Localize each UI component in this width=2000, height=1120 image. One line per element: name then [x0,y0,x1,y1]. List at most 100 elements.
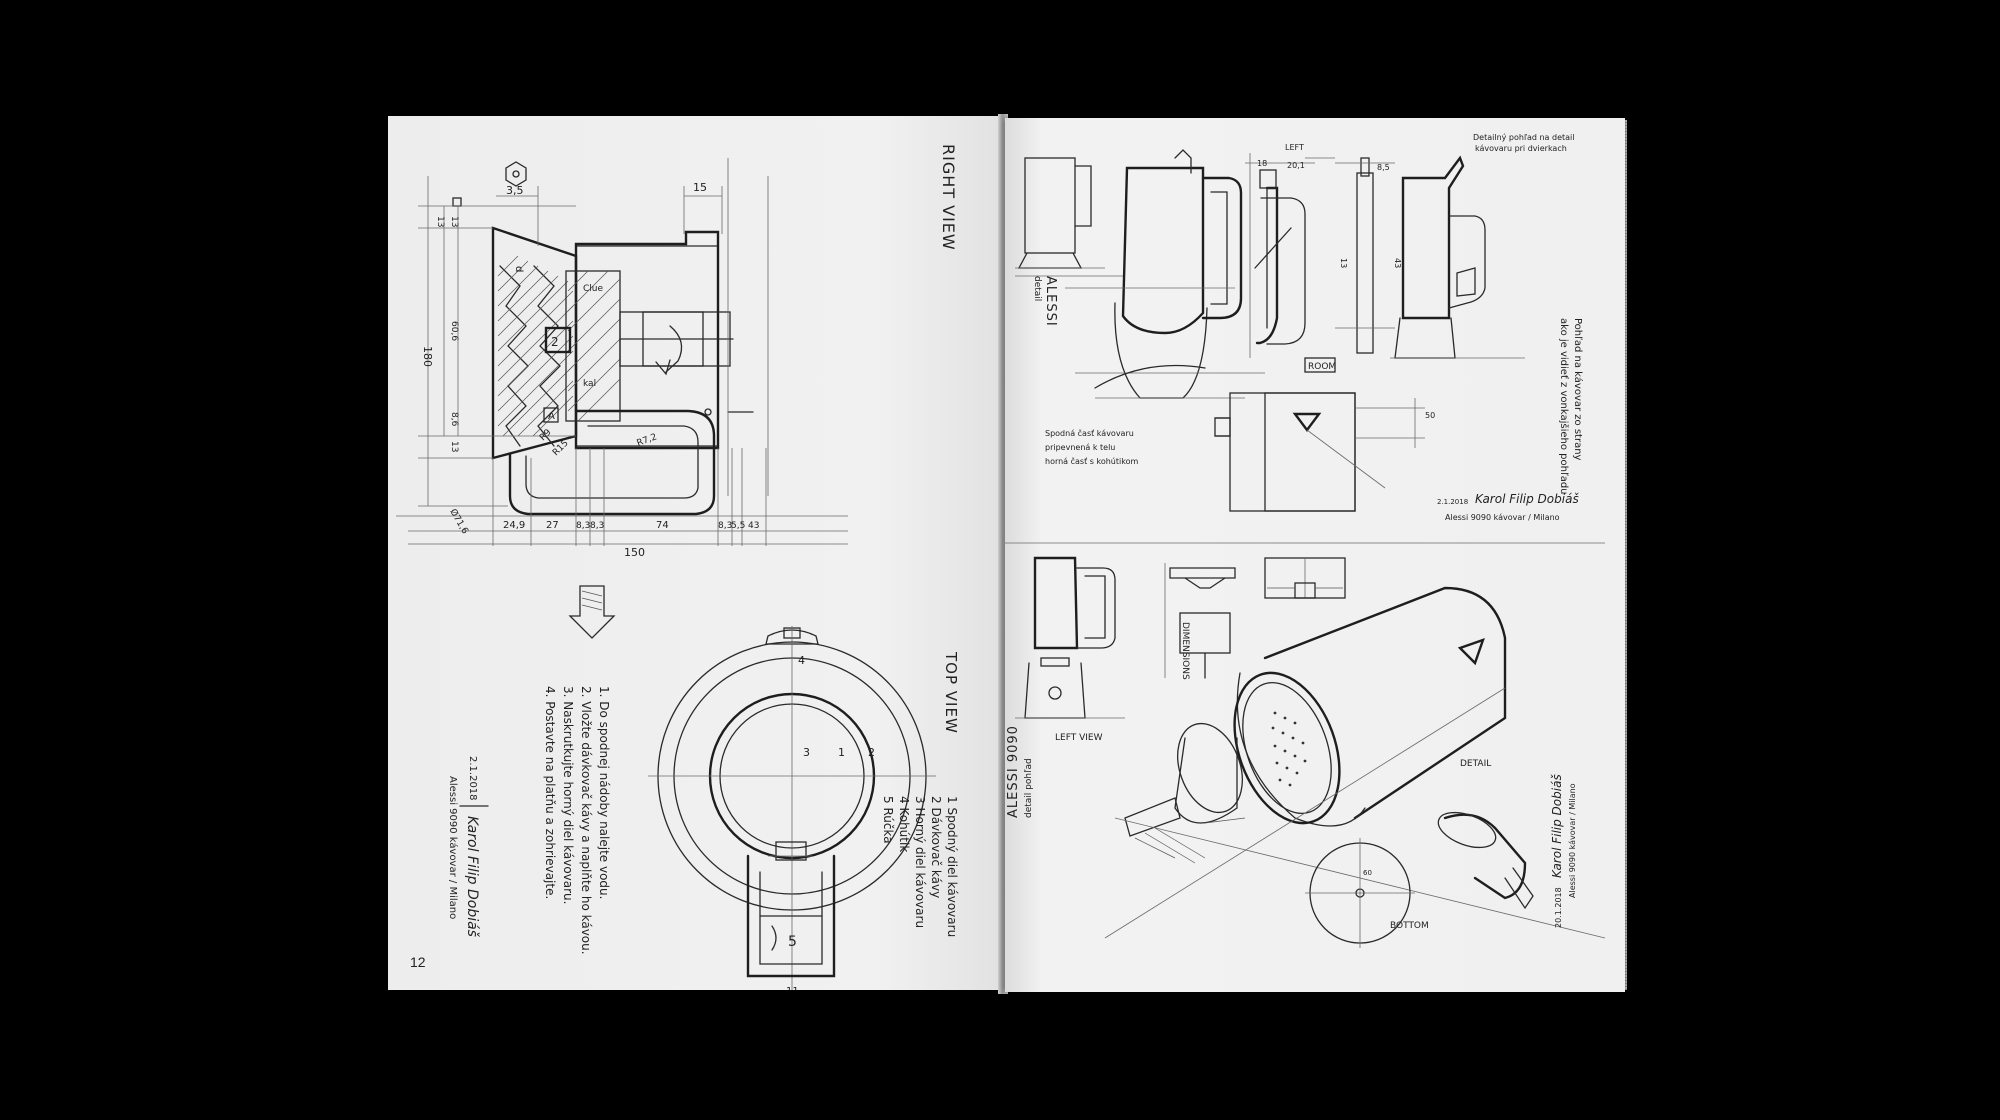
right-view-label: RIGHT VIEW [939,144,958,251]
dim-right-1: 18 [1257,159,1267,168]
model-sub: detail pohľad [1024,758,1034,818]
legend-item-4: 4 Kohútik [897,796,911,852]
note-top-1: Pohľad na kávovar zo strany [1572,318,1584,461]
dim-bottom-3: 8,3 [576,521,590,531]
top-view-label: TOP VIEW [942,651,960,734]
note-side-2: kávovaru pri dvierkach [1475,144,1567,153]
coffee-maker-bottom-cone [491,226,578,460]
brand-sub: detail [1032,276,1042,301]
dim-right-2: 20,1 [1287,161,1305,170]
dim-bottom-1: 24,9 [503,520,525,531]
triangle-logo-icon-iso [1457,638,1485,666]
dim-right-7: 60 [1363,869,1372,877]
signature-group: 2.1.2018 Karol Filip Dobiáš Alessi 9090 … [447,756,480,938]
dim-overall-height: 180 [421,346,434,367]
dim-right-5: 8,5 [1377,163,1390,172]
dim-top-2: 15 [693,181,707,194]
part-number-3: 3 [803,746,810,759]
funnel-section-sketch [1164,563,1236,679]
part-number-1: 1 [838,746,845,759]
right-view-drawing: A 2 d Clue kal [396,158,848,546]
dim-bottom-2: 27 [546,520,559,531]
right-page-drawing: ALESSI detail [1005,133,1606,948]
top-view-drawing [648,626,936,990]
signature-bottom-group: 20.1.2018 Karol Filip Dobiáš Alessi 9090… [1550,774,1577,928]
note-mid-2: pripevnená k telu [1045,443,1115,452]
legend-item-3: 3 Horný diel kávovaru [913,796,927,928]
dim-right-6: 50 [1425,411,1435,420]
section-arrow-icon [568,585,616,639]
dim-bottom-5: 74 [656,520,669,531]
spout-detail-sketch [1214,392,1425,512]
dim-right-3: 13 [1339,258,1348,268]
right-side-view-sketch [1390,155,1525,359]
dim-left-5: 13 [449,441,459,452]
signature-subtitle: Alessi 9090 kávovar / Milano [447,776,459,919]
dim-bottom-8: 43 [748,521,759,531]
dim-left-1: 13 [435,216,445,227]
signature-date: 2.1.2018 [467,756,478,801]
handle-outline [508,409,716,516]
note-top-2: ako je vidieť z vonkajšieho pohľadu [1558,318,1570,495]
signature-top-subtitle: Alessi 9090 kávovar / Milano [1445,513,1560,522]
dim-left-2: 13 [449,216,459,227]
isometric-exploded-sketch [1104,586,1606,948]
triangle-logo-icon [1292,412,1322,432]
signature-bottom-subtitle: Alessi 9090 kávovar / Milano [1568,783,1577,898]
note-4: 4. Postavte na platňu a zohrievajte. [543,686,557,899]
notes-group: 1. Do spodnej nádoby nalejte vodu. 2. Vl… [543,686,611,955]
note-2: 2. Vložte dávkovač kávy a naplňte ho káv… [579,686,593,955]
note-mid-3: horná časť s kohútikom [1045,456,1138,466]
dim-top-view-1: 11 [786,986,799,990]
svg-text:Clue: Clue [583,284,603,294]
svg-text:d: d [513,266,524,272]
legend-item-5: 5 Rúčka [881,796,895,844]
dim-bottom-6: 8,3 [718,521,732,531]
dim-left-4: 8,6 [449,412,459,427]
signature-top-date: 2.1.2018 [1437,498,1468,506]
section-callout: A [548,411,555,422]
coffee-maker-body-outline [575,245,719,447]
dim-top-1: 3,5 [506,184,524,197]
note-mid-1: Spodná časť kávovaru [1045,428,1134,438]
signature-bottom-name: Karol Filip Dobiáš [1550,774,1564,878]
model-label: ALESSI 9090 [1006,725,1021,818]
signature-top-name: Karol Filip Dobiáš [1475,492,1579,506]
svg-text:kal: kal [583,379,596,389]
part-number-4: 4 [798,654,805,667]
legend-item-1: 1 Spodný diel kávovaru [945,796,959,937]
side-view-sketch-small [1015,157,1125,277]
right-page: ALESSI detail [1005,118,1625,992]
note-1: 1. Do spodnej nádoby nalejte vodu. [597,686,611,899]
signature-name: Karol Filip Dobiáš [464,816,480,938]
view-label-bottom: BOTTOM [1390,921,1429,931]
dimensions-label: DIMENSIONS [1180,622,1190,680]
dim-bottom-7: 5,5 [731,521,745,531]
dim-left-3: 60,6 [449,321,459,341]
dim-angle: Ø71,6 [447,507,470,536]
page-number: 12 [410,954,426,970]
narrow-tube-sketch [1335,157,1395,354]
legend-group: 1 Spodný diel kávovaru 2 Dávkovač kávy 3… [881,796,959,937]
svg-text:2: 2 [551,335,559,349]
left-page: A 2 d Clue kal [388,116,1000,990]
book-spine [998,114,1008,994]
brand-label: ALESSI [1043,276,1058,327]
view-label-left-view: LEFT VIEW [1055,733,1103,743]
left-view-kettle-sketch [1015,556,1125,719]
view-label-detail: DETAIL [1460,759,1491,769]
part-number-5: 5 [788,934,797,950]
note-3: 3. Naskrutkujte horný diel kávovaru. [561,686,575,904]
view-label-room: ROOM [1308,362,1336,372]
dim-right-4: 43 [1393,258,1402,268]
legend-item-2: 2 Dávkovač kávy [929,796,943,898]
notes-top-group: Pohľad na kávovar zo strany ako je vidie… [1558,318,1584,495]
section-fragment-sketch [1264,557,1346,599]
signature-bottom-date: 20.1.2018 [1554,887,1563,928]
view-label-left: LEFT [1285,143,1304,152]
left-page-drawing: A 2 d Clue kal [396,144,960,990]
perspective-kettle-sketch [1065,149,1265,399]
dim-overall-width: 150 [624,546,645,559]
note-side-1: Detailný pohľad na detail [1473,133,1574,142]
